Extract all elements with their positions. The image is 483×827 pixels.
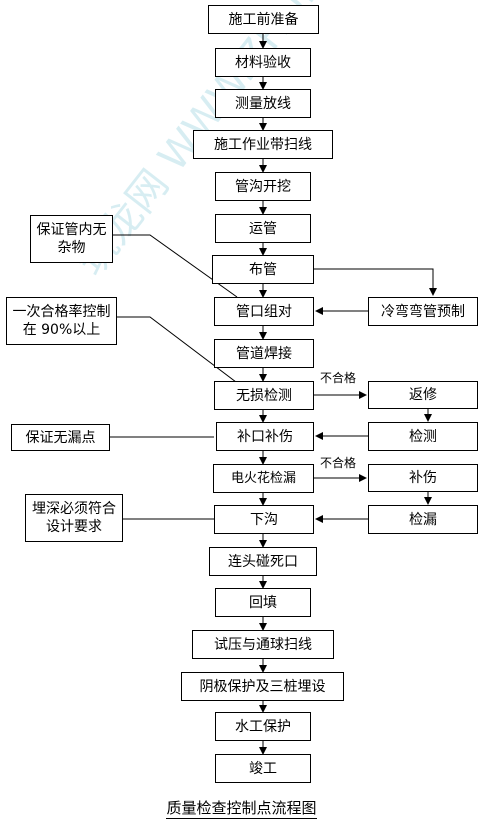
note-no-leak-points: 保证无漏点 [11,424,110,451]
caption-text: 质量检查控制点流程图 [166,799,317,819]
step-trench-excavation: 管沟开挖 [215,172,311,201]
step-joint-coating-repair: 补口补伤 [216,422,314,451]
fail-label-holiday: 不合格 [320,456,357,470]
step-lowering-in: 下沟 [214,505,314,534]
step-tie-in: 连头碰死口 [209,547,317,576]
side-leak-check: 检漏 [368,505,478,534]
step-pipe-fitup: 管口组对 [214,297,314,326]
step-pipe-stringing: 布管 [212,255,314,284]
step-pressure-test-pigging: 试压与通球扫线 [192,630,334,659]
figure-caption: 质量检查控制点流程图 [0,797,483,819]
step-completion: 竣工 [215,754,311,783]
step-preparation: 施工前准备 [208,5,319,34]
step-hydraulic-protection: 水工保护 [215,712,311,741]
step-ndt-inspection: 无损检测 [214,381,314,410]
step-pipe-welding: 管道焊接 [214,339,314,368]
note-pass-rate: 一次合格率控制在 90%以上 [6,297,117,345]
step-holiday-detection: 电火花检漏 [213,464,314,493]
step-cathodic-protection: 阴极保护及三桩埋设 [181,672,344,701]
step-right-of-way-clearing: 施工作业带扫线 [193,130,333,159]
side-reinspection: 检测 [368,422,478,451]
side-cold-bend-prefab: 冷弯弯管预制 [368,297,478,326]
fail-label-ndt: 不合格 [320,371,357,385]
step-pipe-transport: 运管 [215,214,311,243]
step-survey: 测量放线 [215,89,311,118]
step-material-acceptance: 材料验收 [215,48,311,77]
note-burial-depth: 埋深必须符合设计要求 [25,494,123,542]
step-backfill: 回填 [215,588,311,617]
side-weld-repair: 返修 [368,381,478,409]
side-coating-repair: 补伤 [368,464,478,492]
note-no-debris: 保证管内无杂物 [30,215,113,263]
